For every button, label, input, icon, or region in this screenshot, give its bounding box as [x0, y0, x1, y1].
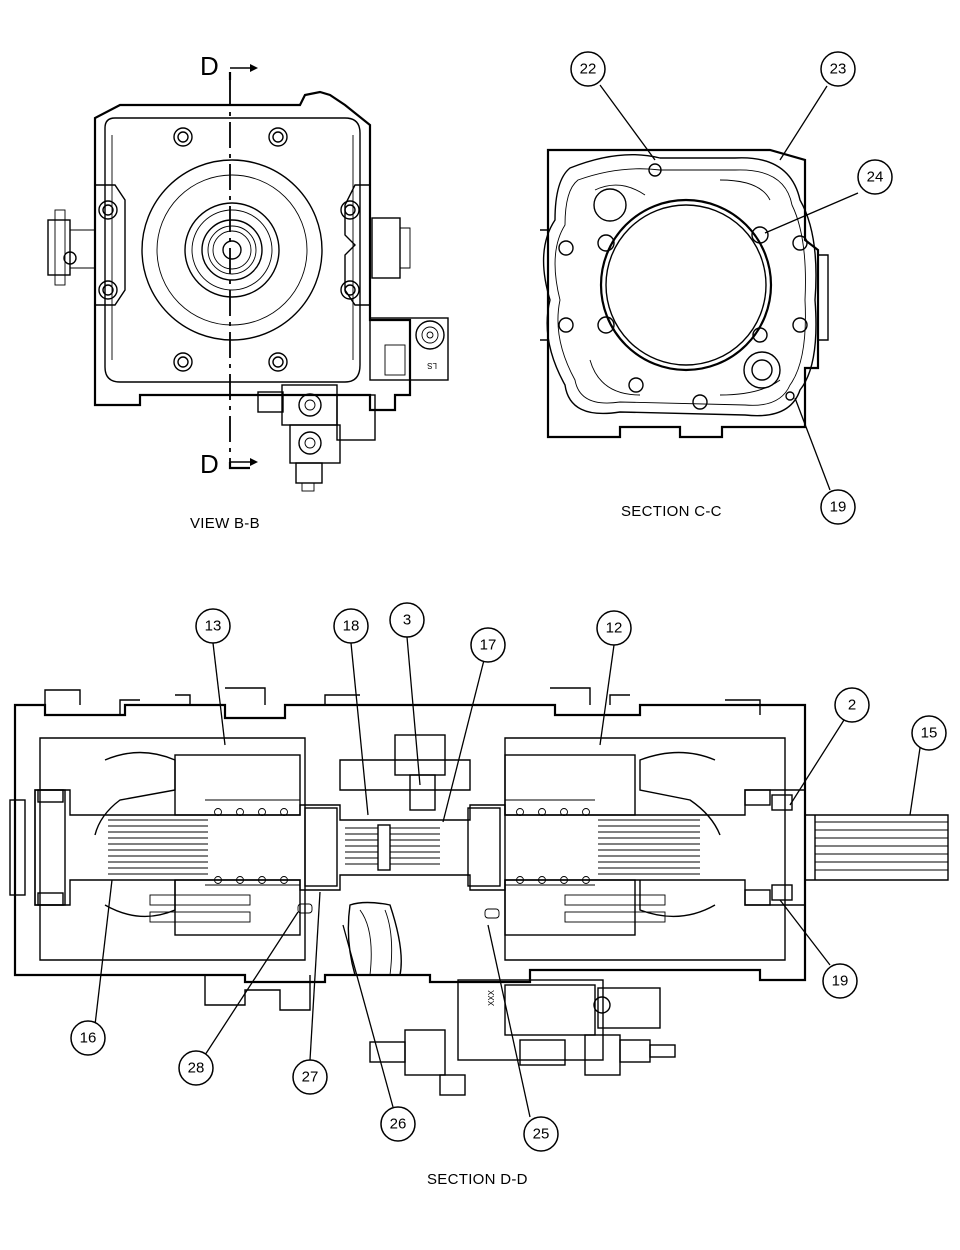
balloon-label: 26: [390, 1116, 407, 1133]
balloon-label: 3: [403, 612, 411, 629]
section-cc-drawing: [540, 148, 829, 439]
balloon-28: 28: [178, 1050, 214, 1086]
caption-section-cc: SECTION C-C: [621, 503, 722, 520]
balloon-16: 16: [70, 1020, 106, 1056]
caption-section-dd: SECTION D-D: [427, 1171, 528, 1188]
balloon-label: 12: [606, 620, 623, 637]
balloon-2: 2: [834, 687, 870, 723]
balloon-17: 17: [470, 627, 506, 663]
balloon-label: 25: [533, 1126, 550, 1143]
balloon-19-upper: 19: [820, 489, 856, 525]
balloon-label: 24: [867, 169, 884, 186]
balloon-label: 16: [80, 1030, 97, 1047]
balloon-label: 28: [188, 1060, 205, 1077]
balloon-23: 23: [820, 51, 856, 87]
balloon-label: 19: [832, 973, 849, 990]
view-bb-drawing: D D LS: [47, 51, 449, 492]
balloon-label: 18: [343, 618, 360, 635]
balloon-22: 22: [570, 51, 606, 87]
balloon-25: 25: [523, 1116, 559, 1152]
balloon-label: 17: [480, 637, 497, 654]
balloon-label: 22: [580, 61, 597, 78]
balloon-label: 2: [848, 697, 856, 714]
balloon-27: 27: [292, 1059, 328, 1095]
xxx-stamp: XXX: [487, 989, 496, 1006]
balloon-3: 3: [389, 602, 425, 638]
leader-lines: [94, 84, 921, 1118]
balloon-18: 18: [333, 608, 369, 644]
balloon-13: 13: [195, 608, 231, 644]
balloon-26: 26: [380, 1106, 416, 1142]
balloon-label: 19: [830, 499, 847, 516]
caption-view-bb: VIEW B-B: [190, 515, 260, 532]
section-marker-bottom: D: [200, 449, 219, 479]
balloon-label: 15: [921, 725, 938, 742]
section-marker-top: D: [200, 51, 219, 81]
balloon-label: 23: [830, 61, 847, 78]
section-dd-drawing: XXX: [9, 687, 949, 1096]
ls-stamp: LS: [427, 361, 437, 370]
balloon-19-lower: 19: [822, 963, 858, 999]
balloon-15: 15: [911, 715, 947, 751]
balloon-label: 27: [302, 1069, 319, 1086]
balloon-label: 13: [205, 618, 222, 635]
balloon-24: 24: [857, 159, 893, 195]
balloon-12: 12: [596, 610, 632, 646]
